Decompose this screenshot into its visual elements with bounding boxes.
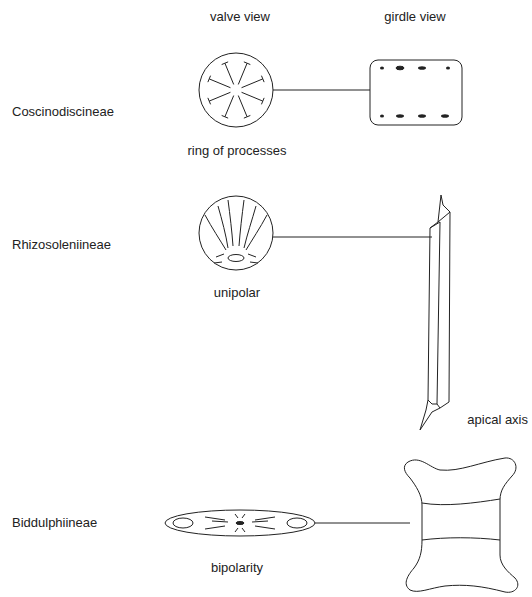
feature-label: bipolarity <box>211 560 263 576</box>
process-tip <box>208 76 211 82</box>
coscino-valve <box>199 53 273 127</box>
feature-label: unipolar <box>214 285 260 301</box>
feature-label: ring of processes <box>188 143 287 159</box>
connector-line <box>315 523 410 524</box>
view-heading: valve view <box>210 9 270 25</box>
process-spoke <box>238 96 247 117</box>
process-spoke <box>225 96 234 117</box>
coscino-girdle <box>370 60 462 125</box>
process-spoke <box>238 63 247 84</box>
axis-label: apical axis <box>467 412 528 428</box>
process-tip <box>261 98 264 104</box>
connector-line <box>273 237 432 238</box>
connector-line <box>273 90 370 91</box>
biddulph-valve <box>165 510 315 536</box>
process-tip <box>261 76 264 82</box>
rhizo-valve <box>199 196 273 270</box>
suborder-name: Coscinodiscineae <box>12 104 114 120</box>
process-spoke <box>242 79 263 88</box>
process-tip <box>222 62 228 65</box>
process-spoke <box>225 63 234 84</box>
process-spoke <box>209 79 230 88</box>
suborder-name: Rhizosoleniineae <box>12 237 111 253</box>
view-heading: girdle view <box>384 9 445 25</box>
process-tip <box>244 115 250 118</box>
process-spoke <box>209 92 230 101</box>
process-spoke <box>242 92 263 101</box>
process-tip <box>222 115 228 118</box>
rhizo-girdle <box>420 195 450 430</box>
suborder-name: Biddulphiineae <box>12 515 97 531</box>
process-tip <box>244 62 250 65</box>
biddulph-girdle <box>404 458 517 592</box>
process-tip <box>208 98 211 104</box>
